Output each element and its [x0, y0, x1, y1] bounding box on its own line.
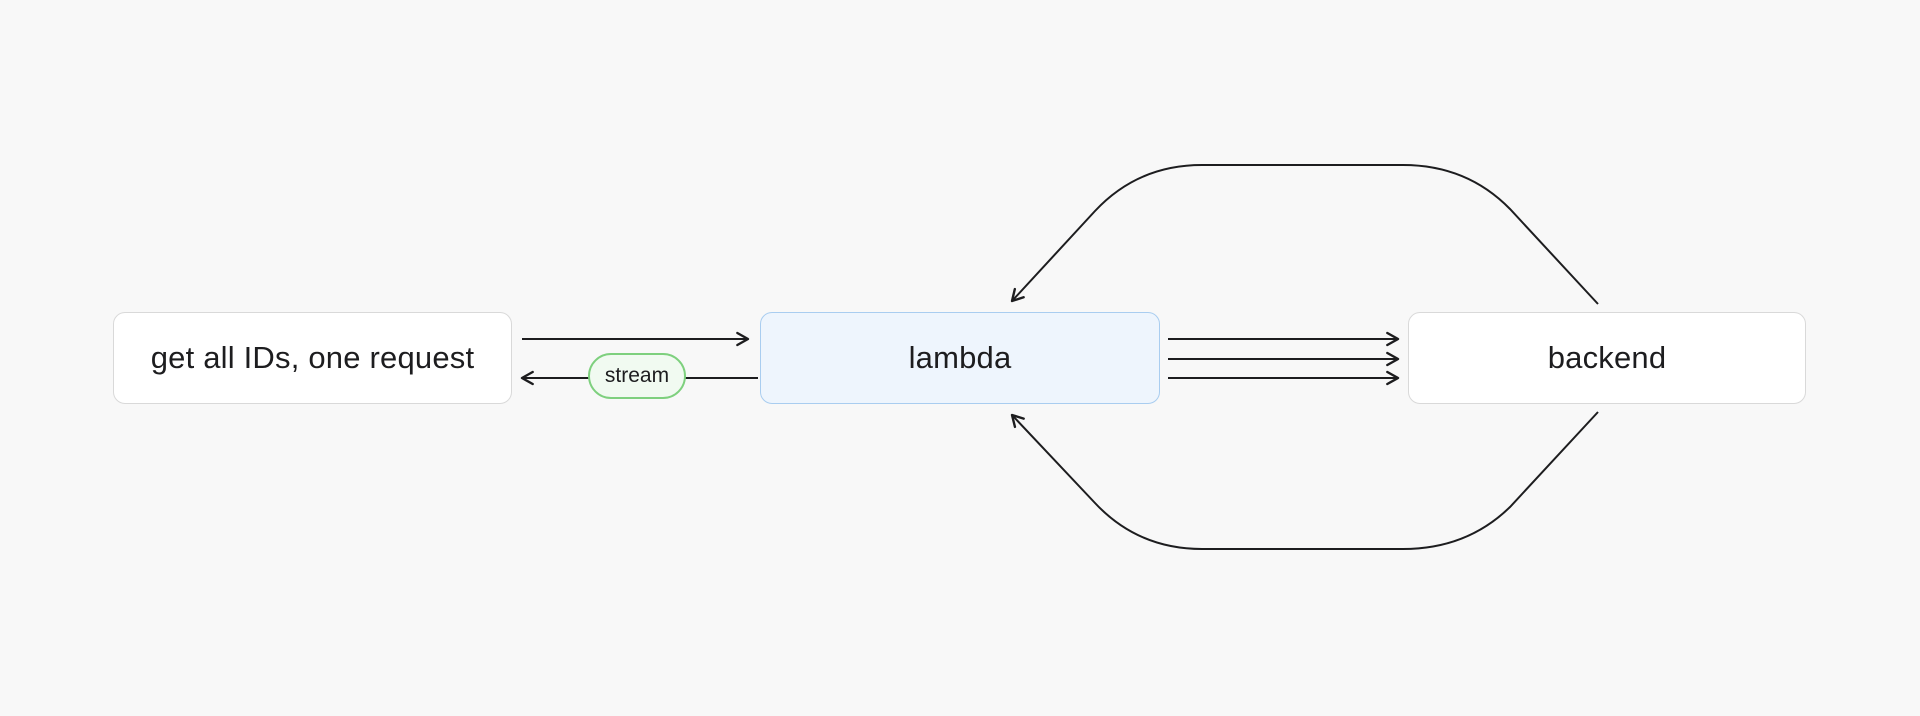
- node-client: get all IDs, one request: [113, 312, 512, 404]
- node-backend-label: backend: [1547, 340, 1667, 375]
- node-client-label: get all IDs, one request: [150, 340, 475, 375]
- node-lambda: lambda: [760, 312, 1160, 404]
- stream-edge-label: stream: [604, 364, 670, 387]
- edge-backend-to-lambda-top-loop: [1010, 164, 1599, 305]
- node-lambda-label: lambda: [908, 340, 1012, 375]
- node-backend: backend: [1408, 312, 1806, 404]
- stream-edge-label-pill: stream: [588, 353, 686, 399]
- edge-backend-to-lambda-bottom-loop: [1010, 411, 1599, 550]
